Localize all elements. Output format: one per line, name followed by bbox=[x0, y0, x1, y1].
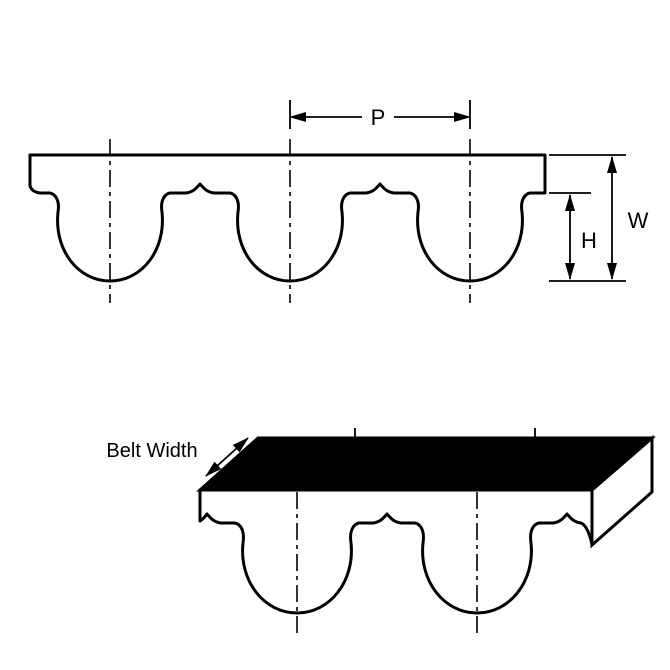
belt-front-profile bbox=[198, 488, 594, 615]
width-label: W bbox=[628, 208, 649, 233]
belt-width-arrow bbox=[205, 437, 249, 477]
profile-view: P W H bbox=[28, 100, 649, 303]
dimension-pitch: P bbox=[289, 100, 471, 130]
height-label: H bbox=[581, 228, 597, 253]
dimension-tooth-height: H bbox=[549, 192, 597, 280]
belt-top-face bbox=[196, 436, 657, 492]
perspective-view: Belt Width bbox=[106, 428, 657, 638]
dimension-width: W bbox=[549, 154, 649, 282]
pitch-label: P bbox=[371, 105, 386, 130]
belt-width-label: Belt Width bbox=[106, 440, 197, 462]
belt-profile-outline bbox=[28, 153, 547, 283]
belt-width-dimension: Belt Width bbox=[106, 437, 249, 477]
